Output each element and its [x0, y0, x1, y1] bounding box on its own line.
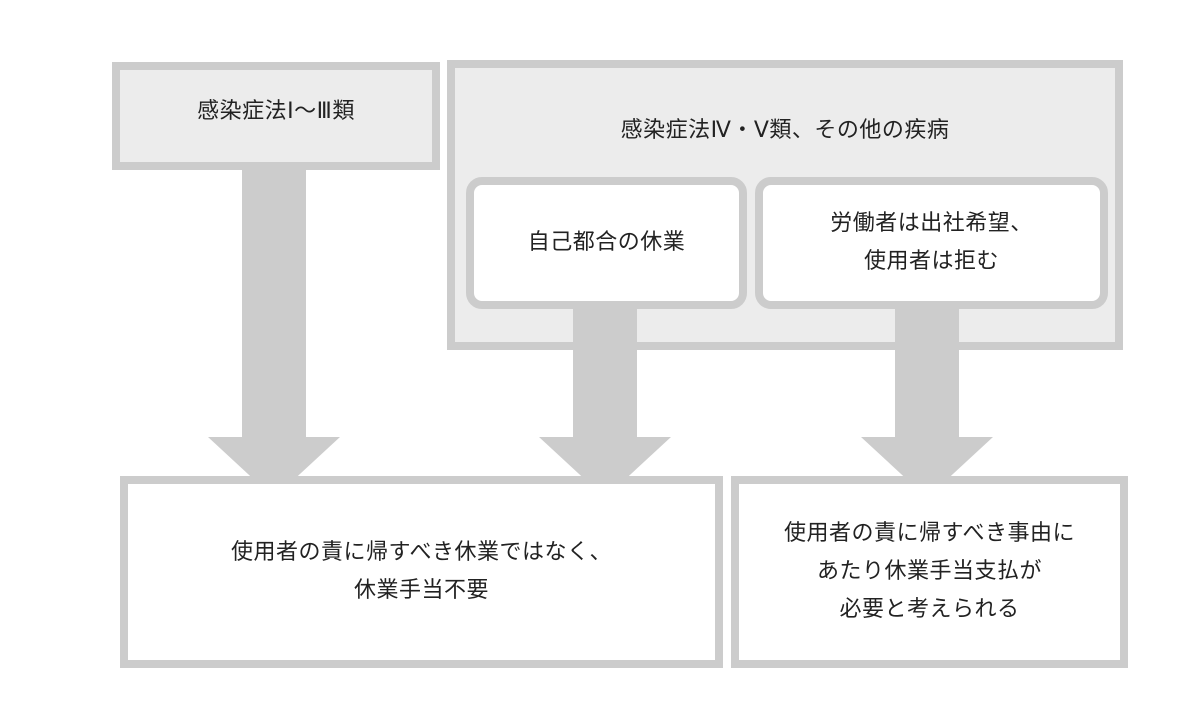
result-no-allowance-label: 使用者の責に帰すべき休業ではなく、 休業手当不要 — [231, 540, 612, 603]
result-allowance-required-label: 使用者の責に帰すべき事由に あたり休業手当支払が 必要と考えられる — [784, 521, 1075, 622]
result-allowance-required-box: 使用者の責に帰すべき事由に あたり休業手当支払が 必要と考えられる — [731, 476, 1128, 668]
arrow-left-down — [208, 170, 340, 498]
self-initiated-leave-box: 自己都合の休業 — [466, 177, 747, 309]
employer-refuses-label: 労働者は出社希望、 使用者は拒む — [830, 211, 1033, 274]
arrow-middle-down — [539, 309, 671, 498]
result-no-allowance-box: 使用者の責に帰すべき休業ではなく、 休業手当不要 — [120, 476, 723, 668]
category-i-iii-label: 感染症法Ⅰ〜Ⅲ類 — [197, 99, 355, 124]
category-iv-v-label: 感染症法Ⅳ・Ⅴ類、その他の疾病 — [620, 118, 950, 143]
self-initiated-leave-label: 自己都合の休業 — [527, 230, 686, 255]
category-i-iii-box: 感染症法Ⅰ〜Ⅲ類 — [112, 62, 440, 170]
arrow-right-down — [861, 309, 993, 498]
employer-refuses-box: 労働者は出社希望、 使用者は拒む — [755, 177, 1108, 309]
